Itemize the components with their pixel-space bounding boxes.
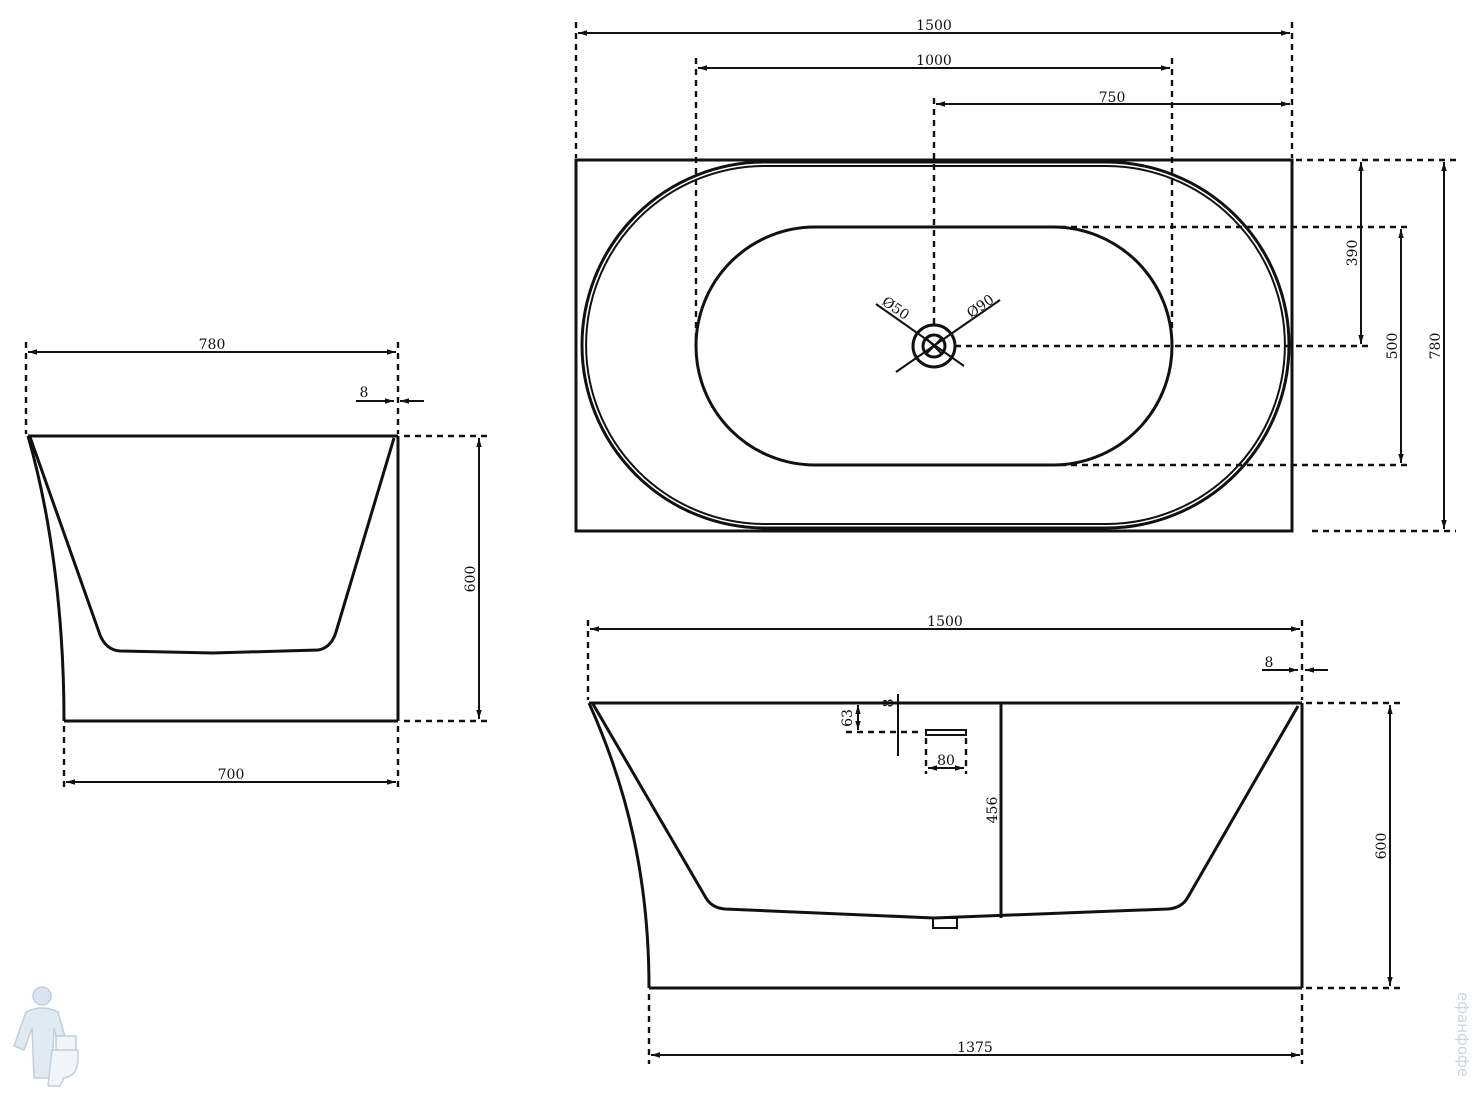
dim-label-d50: Ø50 [879, 294, 912, 324]
dim-label-front-8: 8 [1265, 655, 1274, 671]
tub-basin [694, 225, 1174, 467]
front-outer-curve [587, 702, 651, 989]
tub-rim-outer [580, 160, 1291, 530]
watermark-text: ефанфофе [1454, 992, 1472, 1077]
dim-label-side-780: 780 [199, 337, 226, 353]
dim-label-front-63: 63 [840, 709, 856, 727]
front-view: 1500 8 63 8 80 456 600 1375 [586, 614, 1400, 1064]
dim-label-side-700: 700 [218, 767, 245, 783]
side-basin [28, 436, 396, 655]
dim-label-side-8: 8 [360, 385, 369, 401]
dim-label-front-80: 80 [937, 753, 955, 769]
dim-label-780: 780 [1428, 333, 1444, 360]
dim-label-front-600: 600 [1374, 833, 1390, 860]
top-view: 1500 1000 750 390 500 780 Ø50 Ø90 [574, 18, 1456, 533]
plumber-logo-icon [13, 986, 79, 1087]
dim-label-d90: Ø90 [964, 292, 997, 322]
dim-label-side-600: 600 [463, 566, 479, 593]
dim-label-front-1500: 1500 [927, 614, 963, 630]
side-view: 780 8 600 700 [24, 337, 488, 792]
dim-label-1500: 1500 [916, 18, 952, 34]
dim-label-1000: 1000 [916, 53, 952, 69]
dim-label-front-overflow-8: 8 [881, 699, 897, 708]
drain-leader-50 [875, 303, 965, 367]
dim-label-front-1375: 1375 [957, 1040, 993, 1056]
side-outer-curve [26, 435, 66, 722]
tub-rim-inner [585, 165, 1286, 525]
dim-label-750: 750 [1099, 90, 1126, 106]
front-basin [591, 703, 1300, 920]
dim-label-390: 390 [1345, 240, 1361, 267]
drain-inner-ring [921, 333, 947, 359]
tub-outline-top [574, 158, 1294, 533]
drain-leader-90 [895, 299, 1001, 373]
dim-label-front-456: 456 [985, 797, 1001, 824]
front-overflow [925, 729, 967, 736]
dim-label-500: 500 [1385, 333, 1401, 360]
front-drain-outlet [932, 917, 958, 929]
